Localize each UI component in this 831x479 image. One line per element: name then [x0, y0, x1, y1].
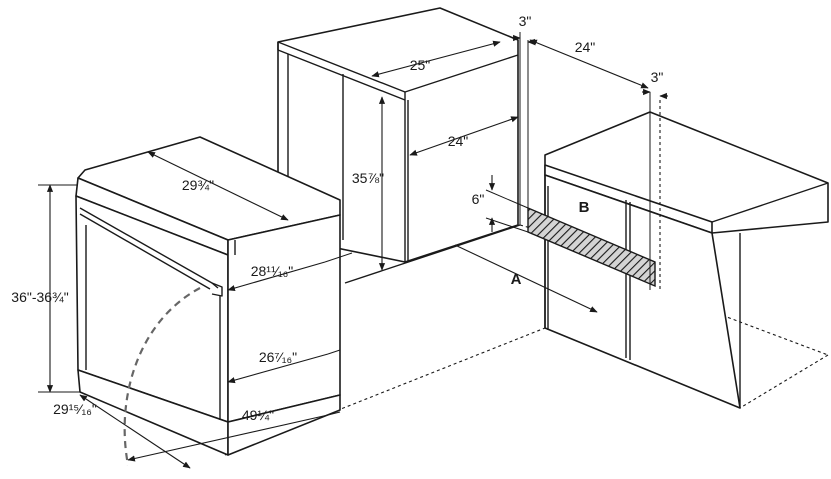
dim-depth-body: 26⁷⁄₁₆" [259, 349, 297, 365]
dim-clearance-right: 3" [651, 69, 664, 85]
dim-clearance-left: 3" [519, 13, 532, 29]
dim-opening-height: 35⅞" [352, 170, 384, 186]
dim-vent-height: 6" [472, 191, 485, 207]
dim-height-range: 36"-36¾" [11, 289, 68, 305]
dim-cabinet-depth: 24" [575, 39, 596, 55]
label-b: B [579, 199, 590, 216]
label-a: A [511, 271, 522, 288]
dimension-lines [38, 34, 668, 469]
dim-opening-depth: 24" [448, 133, 469, 149]
dim-opening-width: 25" [410, 57, 431, 73]
door-swing-arc [123, 287, 201, 466]
dim-depth-top: 29¾" [182, 177, 214, 193]
clearance-guides [519, 32, 661, 290]
dim-depth-handle: 28¹¹⁄₁₆" [251, 263, 294, 279]
right-cabinet [544, 111, 829, 409]
dim-width-bottom: 29¹⁵⁄₁₆" [53, 401, 97, 417]
dim-depth-door-open: 49¼" [242, 407, 274, 423]
